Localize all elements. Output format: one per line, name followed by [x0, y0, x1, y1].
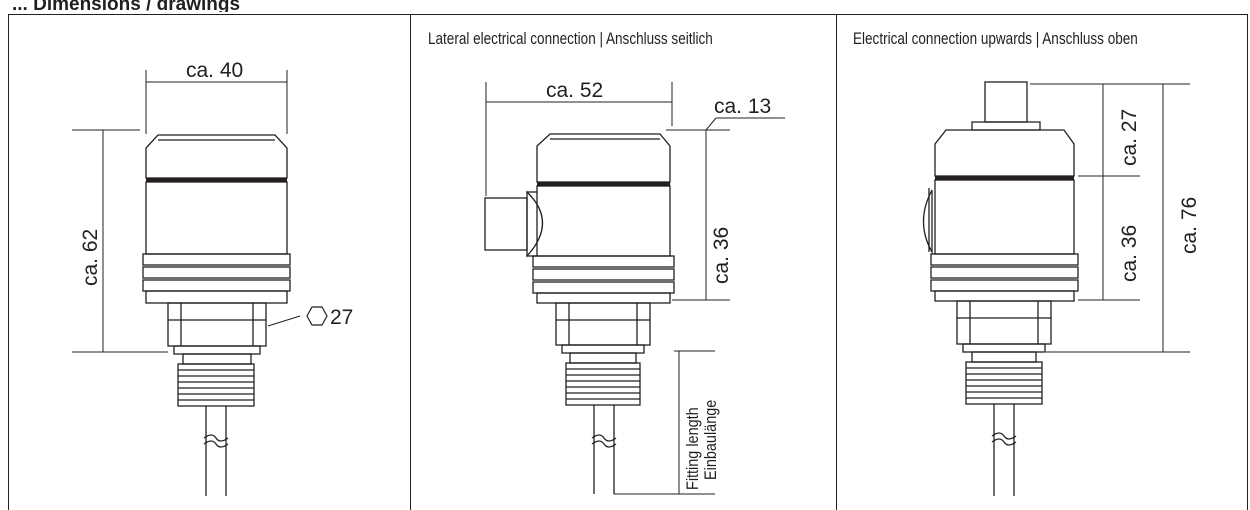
sensor-lateral-view	[484, 133, 675, 494]
panel-divider-1	[410, 14, 411, 510]
middle-offset-label: ca. 13	[714, 95, 771, 118]
right-top-label: ca. 27	[1118, 109, 1141, 166]
drawing-frame	[8, 14, 1248, 510]
middle-panel-title: Lateral electrical connection | Anschlus…	[428, 30, 713, 48]
left-height-label: ca. 62	[79, 229, 102, 286]
left-hex-label: 27	[330, 306, 353, 329]
hex-icon	[306, 306, 328, 326]
right-total-label: ca. 76	[1178, 197, 1201, 254]
left-width-label: ca. 40	[186, 59, 243, 82]
middle-height-label: ca. 36	[710, 227, 733, 284]
right-panel-title: Electrical connection upwards | Anschlus…	[853, 30, 1138, 48]
middle-width-label: ca. 52	[546, 79, 603, 102]
fitting-length-label-de: Einbaulänge	[702, 399, 720, 480]
panel-divider-2	[836, 14, 837, 510]
fitting-length-label-en: Fitting length	[684, 407, 702, 490]
sensor-front-view	[142, 134, 291, 496]
sensor-top-view	[922, 81, 1079, 496]
page-heading: ... Dimensions / drawings	[12, 0, 241, 12]
right-height-label: ca. 36	[1118, 225, 1141, 282]
